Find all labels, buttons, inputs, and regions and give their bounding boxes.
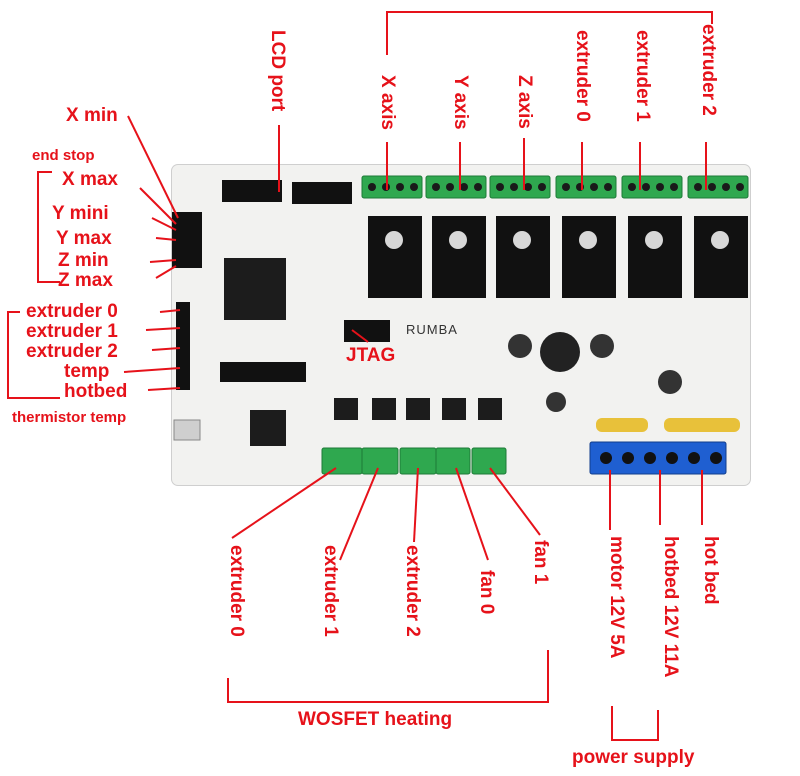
- board-name: RUMBA: [406, 322, 458, 337]
- label-x-max: X max: [62, 169, 118, 190]
- label-power-supply: power supply: [572, 747, 695, 768]
- heater-fan-terminals: [321, 447, 507, 475]
- lcd-header-exp2: [222, 180, 282, 202]
- label-motor-12v-5a: motor 12V 5A: [606, 536, 627, 659]
- label-fan-1: fan 1: [530, 540, 551, 585]
- exp3-header: [220, 362, 306, 382]
- label-therm-extruder-1: extruder 1: [26, 321, 118, 342]
- label-top-extruder-0: extruder 0: [572, 30, 593, 122]
- label-heat-extruder-2: extruder 2: [402, 545, 423, 637]
- endstop-header: [172, 212, 202, 268]
- capacitor: [590, 334, 614, 358]
- label-x-min: X min: [66, 105, 118, 126]
- label-top-extruder-2: extruder 2: [698, 24, 719, 116]
- power-terminal: [589, 441, 727, 475]
- capacitor: [508, 334, 532, 358]
- label-fan-0: fan 0: [476, 570, 497, 615]
- label-z-axis: Z axis: [514, 75, 535, 129]
- label-y-max: Y max: [56, 228, 112, 249]
- label-jtag: JTAG: [346, 345, 396, 366]
- label-top-extruder-1: extruder 1: [632, 30, 653, 122]
- stepper-drivers: [368, 216, 748, 298]
- usb-chip: [250, 410, 286, 446]
- mcu-chip: [224, 258, 286, 320]
- label-z-min: Z min: [58, 250, 109, 271]
- label-heat-extruder-1: extruder 1: [320, 545, 341, 637]
- label-hotbed: hotbed: [64, 381, 128, 402]
- thermistor-header: [176, 302, 190, 390]
- label-temp: temp: [64, 361, 110, 382]
- label-wosfet-heating: WOSFET heating: [298, 709, 453, 730]
- lcd-header-exp1: [292, 182, 352, 204]
- label-z-max: Z max: [58, 270, 113, 291]
- fuse: [664, 418, 740, 432]
- jtag-header: [344, 320, 390, 342]
- label-y-mini: Y mini: [52, 203, 109, 224]
- label-thermistor-temp: thermistor temp: [12, 409, 127, 426]
- capacitor: [658, 370, 682, 394]
- stepper-terminals: [361, 175, 749, 199]
- label-y-axis: Y axis: [450, 75, 471, 130]
- label-hotbed-12v-11a: hotbed 12V 11A: [660, 536, 681, 678]
- capacitor: [546, 392, 566, 412]
- mosfets: [334, 398, 502, 420]
- label-hot-bed: hot bed: [700, 536, 721, 605]
- inductor: [540, 332, 580, 372]
- label-therm-extruder-0: extruder 0: [26, 301, 118, 322]
- usb-port: [173, 419, 201, 441]
- label-heat-extruder-0: extruder 0: [226, 545, 247, 637]
- label-end-stop: end stop: [32, 147, 95, 164]
- label-therm-extruder-2: extruder 2: [26, 341, 118, 362]
- label-x-axis: X axis: [377, 75, 398, 130]
- label-lcd-port: LCD port: [267, 30, 288, 112]
- fuse: [596, 418, 648, 432]
